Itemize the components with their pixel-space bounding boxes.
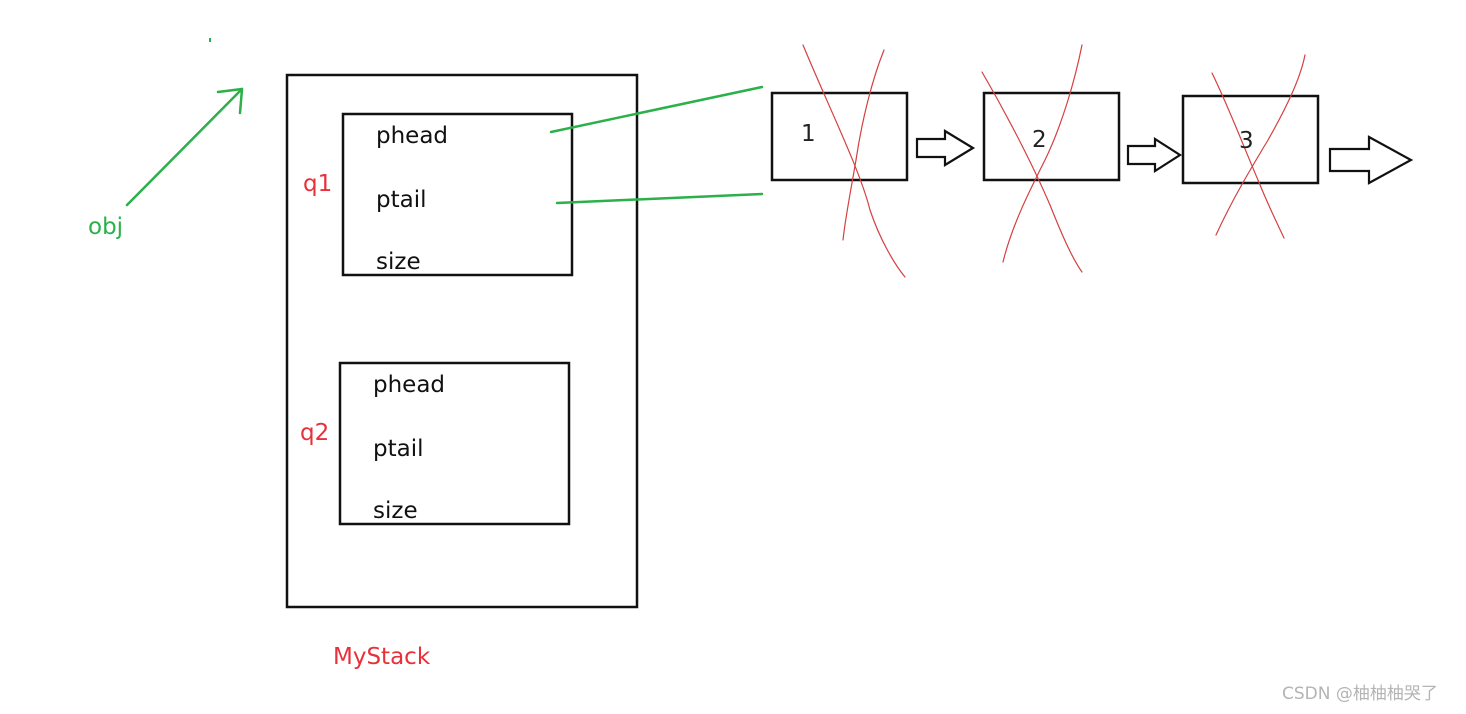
q2-phead-field: phead	[373, 372, 446, 398]
node-1-value: 1	[801, 121, 816, 147]
q2-ptail-field: ptail	[373, 436, 424, 462]
next-arrow-2	[1126, 136, 1183, 174]
node-2-cross-out	[981, 44, 1083, 273]
node-3-box	[1181, 94, 1320, 185]
node-1-cross-out	[802, 44, 906, 278]
q1-ptail-field: ptail	[376, 187, 427, 213]
node-2-value: 2	[1032, 127, 1047, 153]
q1-size-field: size	[376, 249, 421, 275]
node-1-box	[770, 91, 909, 182]
green-dot	[209, 38, 211, 42]
obj-label: obj	[88, 214, 124, 240]
ptail-pointer-line	[555, 192, 764, 205]
q1-phead-field: phead	[376, 123, 449, 149]
q2-label: q2	[300, 420, 330, 446]
q2-box	[338, 361, 571, 526]
mystack-box	[285, 73, 639, 609]
node-3-cross-out	[1211, 54, 1306, 239]
obj-pointer-arrow	[125, 87, 244, 207]
next-arrow-1	[915, 129, 976, 167]
q2-size-field: size	[373, 498, 418, 524]
phead-pointer-line	[549, 85, 764, 134]
q1-label: q1	[303, 171, 333, 197]
node-3-value: 3	[1239, 128, 1254, 154]
q1-box	[341, 112, 574, 277]
next-arrow-3	[1328, 135, 1414, 185]
node-2-box	[982, 91, 1121, 182]
mystack-label: MyStack	[333, 644, 431, 670]
watermark: CSDN @柚柚柚哭了	[1282, 684, 1438, 704]
